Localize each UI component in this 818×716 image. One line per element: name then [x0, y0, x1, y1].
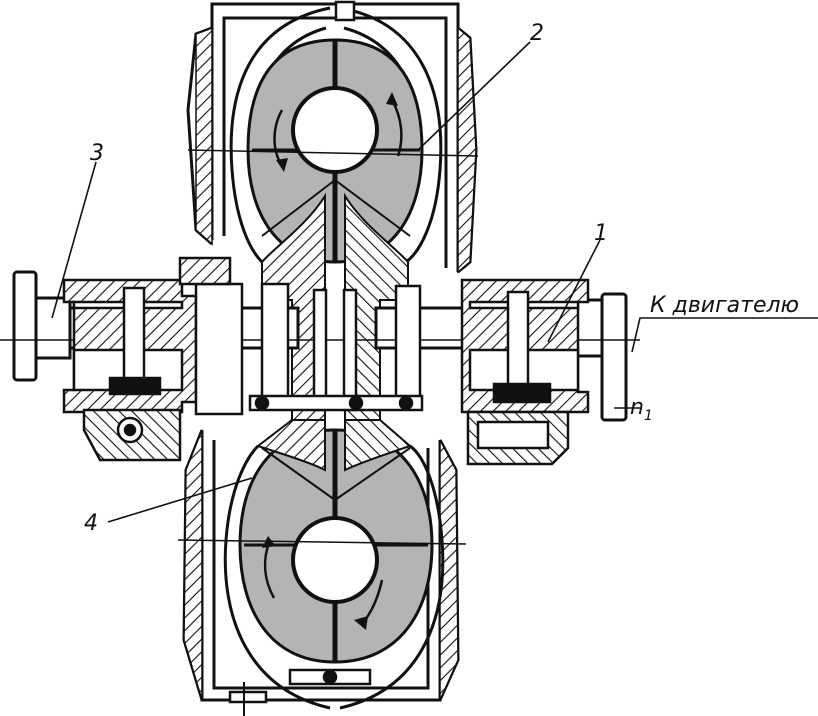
left-bearing-housing [62, 278, 198, 462]
leader-1 [547, 239, 601, 343]
label-to-engine: К двигателю [650, 293, 799, 318]
label-4: 4 [84, 511, 98, 536]
label-3: 3 [90, 141, 104, 166]
fluid-chamber-bottom [238, 428, 434, 664]
leader-lines [51, 41, 818, 523]
label-1: 1 [594, 221, 608, 246]
fluid-chamber-top [246, 38, 424, 264]
leader-3 [51, 161, 97, 319]
label-speed: n1 [630, 395, 653, 424]
right-bearing-housing [460, 278, 590, 466]
leader-4 [107, 477, 253, 523]
label-2: 2 [530, 21, 544, 46]
leader-2 [417, 41, 531, 151]
coupling-flange [178, 0, 424, 716]
callout-labels: 1 2 3 4 К двигателю n1 [84, 21, 799, 536]
leader-to-engine [631, 317, 818, 353]
